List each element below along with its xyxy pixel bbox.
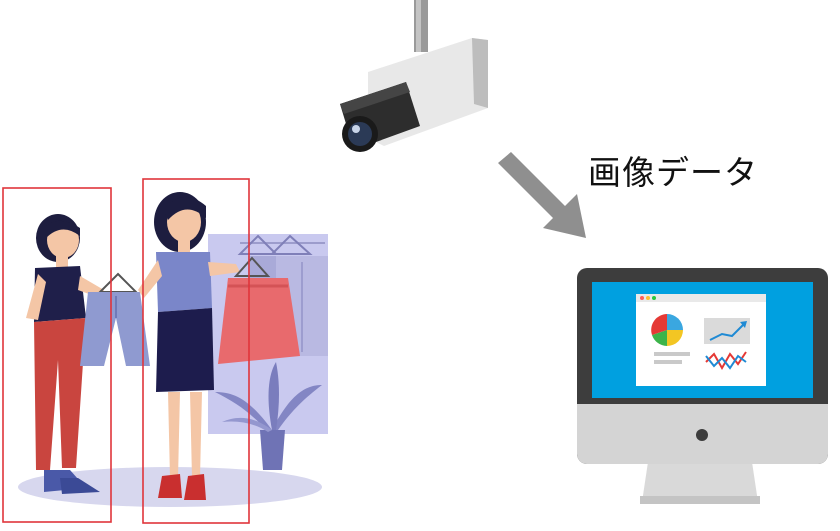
- arrow-label: 画像データ: [588, 153, 758, 192]
- held-skirt: [218, 256, 300, 364]
- shoppers-scene: [2, 178, 328, 524]
- detection-box-shopper-1: [2, 187, 112, 523]
- pie-chart-icon: [651, 314, 683, 346]
- trend-chart-icon: [704, 318, 750, 344]
- line-chart-icon: [705, 351, 747, 371]
- data-flow-arrow: [498, 152, 586, 238]
- security-camera-icon: [340, 0, 488, 152]
- computer-monitor-icon: [577, 268, 828, 504]
- held-jeans: [80, 272, 150, 366]
- dashboard-window: [636, 294, 766, 386]
- shopper-2: [138, 192, 240, 500]
- potted-plant: [215, 362, 322, 470]
- detection-box-shopper-2: [142, 178, 250, 524]
